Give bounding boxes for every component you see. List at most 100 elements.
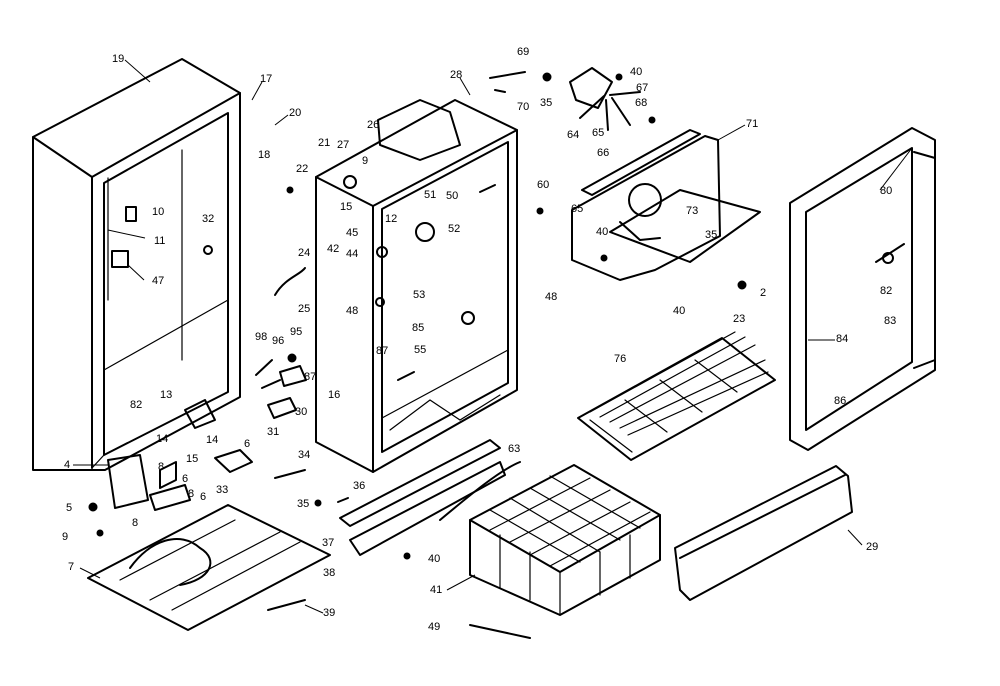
label-40b: 40 <box>630 66 642 78</box>
label-71: 71 <box>746 118 758 130</box>
label-87a: 87 <box>304 371 316 383</box>
inner-liner <box>315 99 518 473</box>
wire-shelf <box>577 331 776 461</box>
label-87b: 87 <box>376 345 388 357</box>
label-9a: 9 <box>62 531 68 543</box>
control-box <box>111 250 129 268</box>
label-8c: 8 <box>132 517 138 529</box>
label-13: 13 <box>160 389 172 401</box>
fan-motor-assembly <box>489 67 656 131</box>
label-26: 26 <box>367 119 379 131</box>
evaporator-housing <box>536 129 761 290</box>
label-47: 47 <box>152 275 164 287</box>
label-82a: 82 <box>130 399 142 411</box>
label-63: 63 <box>508 443 520 455</box>
label-48a: 48 <box>346 305 358 317</box>
label-12: 12 <box>385 213 397 225</box>
evaporator-cover <box>377 99 461 161</box>
label-2: 2 <box>760 287 766 299</box>
label-19: 19 <box>112 53 124 65</box>
label-95: 95 <box>290 326 302 338</box>
label-69: 69 <box>517 46 529 58</box>
outer-cabinet <box>32 58 241 471</box>
label-84: 84 <box>836 333 848 345</box>
label-42: 42 <box>327 243 339 255</box>
label-49: 49 <box>428 621 440 633</box>
label-83: 83 <box>884 315 896 327</box>
label-6a: 6 <box>244 438 250 450</box>
label-53: 53 <box>413 289 425 301</box>
label-23: 23 <box>733 313 745 325</box>
label-33: 33 <box>216 484 228 496</box>
label-22: 22 <box>296 163 308 175</box>
label-65b: 65 <box>571 203 583 215</box>
label-18: 18 <box>258 149 270 161</box>
label-51: 51 <box>424 189 436 201</box>
label-76: 76 <box>614 353 626 365</box>
label-5: 5 <box>66 502 72 514</box>
label-16: 16 <box>328 389 340 401</box>
label-55: 55 <box>414 344 426 356</box>
part-labels: 19 17 20 21 18 22 10 11 32 47 24 25 98 9… <box>62 46 896 633</box>
label-14b: 14 <box>206 434 218 446</box>
label-8b: 8 <box>188 488 194 500</box>
label-35a: 35 <box>297 498 309 510</box>
label-68: 68 <box>635 97 647 109</box>
label-34: 34 <box>298 449 310 461</box>
plug-button <box>203 245 213 255</box>
label-31: 31 <box>267 426 279 438</box>
door-frame <box>789 127 936 451</box>
label-52: 52 <box>448 223 460 235</box>
label-85: 85 <box>412 322 424 334</box>
label-98: 98 <box>255 331 267 343</box>
label-67: 67 <box>636 82 648 94</box>
label-70: 70 <box>517 101 529 113</box>
light-switch <box>125 206 137 222</box>
label-8a: 8 <box>158 461 164 473</box>
label-15a: 15 <box>186 453 198 465</box>
label-21: 21 <box>318 137 330 149</box>
label-40a: 40 <box>428 553 440 565</box>
label-15b: 15 <box>340 201 352 213</box>
label-7: 7 <box>68 561 74 573</box>
label-6c: 6 <box>200 491 206 503</box>
label-29: 29 <box>866 541 878 553</box>
label-50: 50 <box>446 190 458 202</box>
label-38: 38 <box>323 567 335 579</box>
label-96: 96 <box>272 335 284 347</box>
label-35c: 35 <box>705 229 717 241</box>
label-17: 17 <box>260 73 272 85</box>
cross-rails <box>314 439 531 639</box>
label-35b: 35 <box>540 97 552 109</box>
base-plate <box>87 504 331 631</box>
label-32: 32 <box>202 213 214 225</box>
door-panel <box>674 465 853 601</box>
label-30: 30 <box>295 406 307 418</box>
wire-basket <box>469 464 661 616</box>
label-40c: 40 <box>596 226 608 238</box>
label-27: 27 <box>337 139 349 151</box>
label-40d: 40 <box>673 305 685 317</box>
label-24: 24 <box>298 247 310 259</box>
label-65a: 65 <box>592 127 604 139</box>
label-20: 20 <box>289 107 301 119</box>
label-36: 36 <box>353 480 365 492</box>
label-9b: 9 <box>362 155 368 167</box>
label-45: 45 <box>346 227 358 239</box>
label-80: 80 <box>880 185 892 197</box>
label-44: 44 <box>346 248 358 260</box>
label-11: 11 <box>154 235 165 247</box>
label-28: 28 <box>450 69 462 81</box>
label-48b: 48 <box>545 291 557 303</box>
label-39: 39 <box>323 607 335 619</box>
label-60: 60 <box>537 179 549 191</box>
label-4: 4 <box>64 459 70 471</box>
label-66: 66 <box>597 147 609 159</box>
label-14a: 14 <box>156 433 168 445</box>
label-41: 41 <box>430 584 442 596</box>
label-82b: 82 <box>880 285 892 297</box>
label-86: 86 <box>834 395 846 407</box>
label-10: 10 <box>152 206 164 218</box>
label-73: 73 <box>686 205 698 217</box>
